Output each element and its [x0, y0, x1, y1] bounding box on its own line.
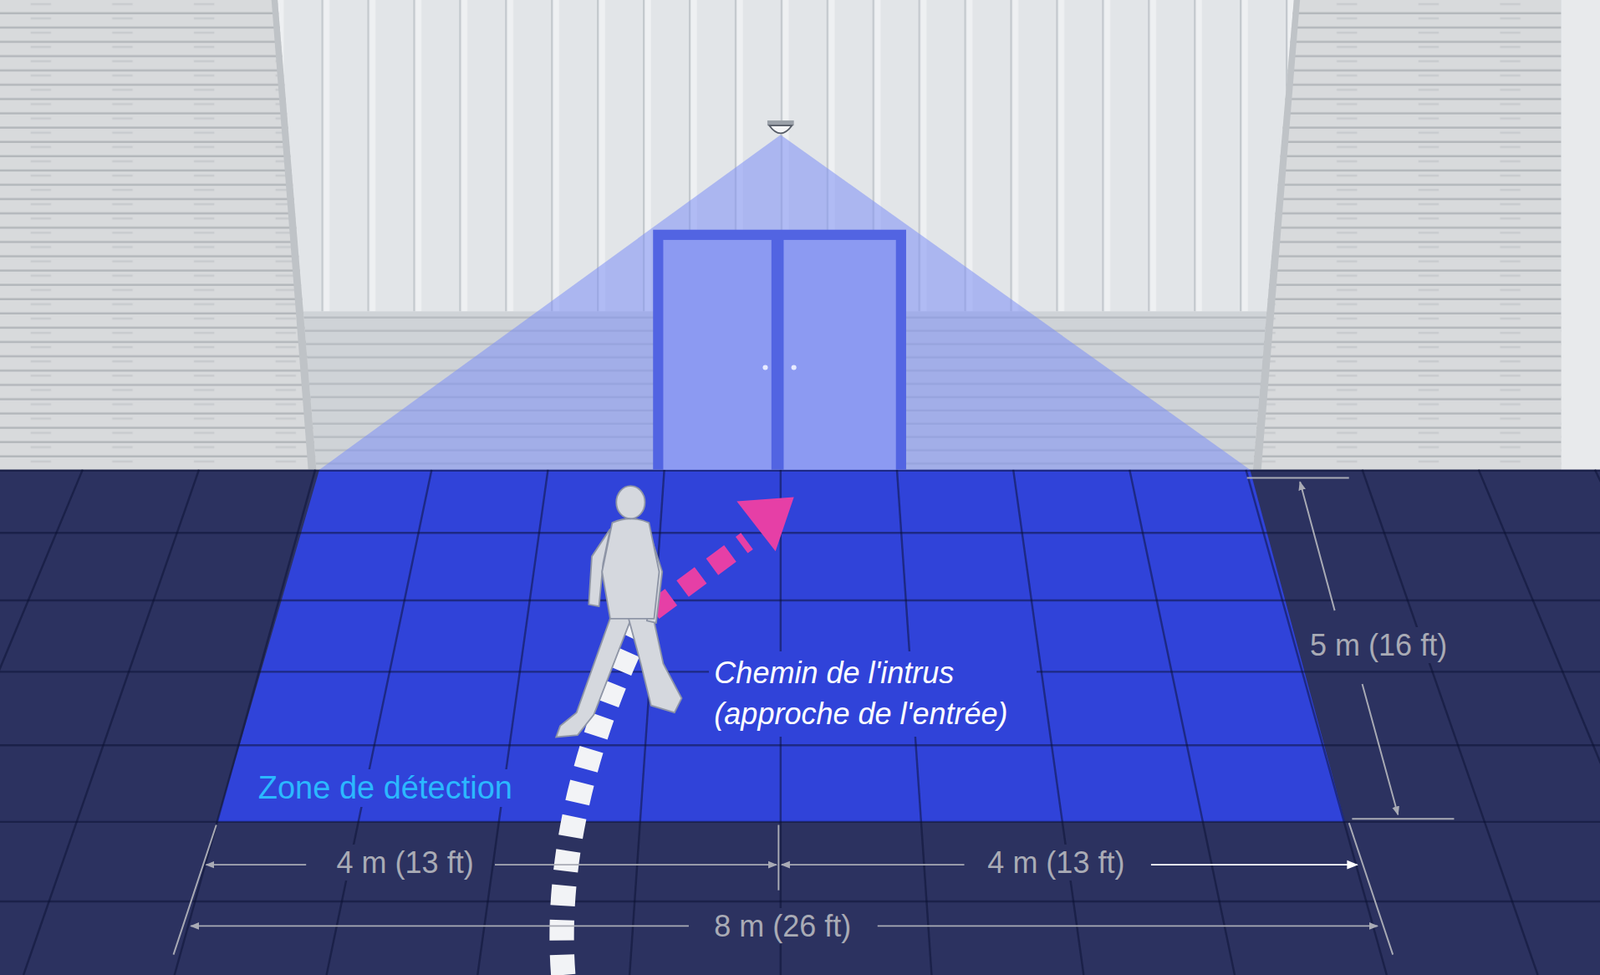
- grid-line: [1594, 469, 1600, 975]
- floor-grid: [0, 469, 1600, 975]
- dimension-label: 4 m (13 ft): [330, 844, 481, 881]
- grid-line: [326, 469, 433, 975]
- door-handle: [762, 364, 768, 370]
- dimension-line: [1299, 481, 1336, 611]
- dimension-line: [781, 863, 964, 866]
- figure-leg: [555, 612, 633, 738]
- grid-line: [0, 469, 83, 975]
- grid-line: [0, 820, 1600, 823]
- grid-line: [174, 469, 316, 975]
- door-frame: [652, 229, 907, 470]
- zone-label: Zone de détection: [253, 769, 518, 808]
- dimension-label: 5 m (16 ft): [1303, 626, 1454, 663]
- door-handle: [791, 364, 797, 370]
- grid-line: [0, 599, 1600, 602]
- camera-dome: [769, 125, 792, 133]
- grid-line: [0, 743, 1600, 746]
- door-leaf: [783, 239, 896, 470]
- dimension-lines: [173, 477, 1455, 954]
- dimension-label: 4 m (13 ft): [980, 844, 1132, 881]
- grid-line: [1362, 469, 1539, 975]
- dimension-line: [1362, 683, 1399, 815]
- right-pillar-edge: [1253, 0, 1300, 470]
- grid-line: [477, 469, 548, 975]
- grid-line: [0, 469, 1600, 472]
- right-pillar: [1253, 0, 1562, 470]
- extension-line: [1349, 822, 1393, 955]
- door-leaf: [662, 239, 771, 470]
- dimension-label: 8 m (26 ft): [707, 907, 858, 944]
- extension-line: [777, 825, 780, 891]
- grid-line: [1478, 469, 1600, 975]
- grid-line: [23, 469, 199, 975]
- grid-line: [1129, 469, 1235, 975]
- floor: [0, 469, 1600, 975]
- figure-head: [616, 485, 645, 519]
- wall-end: [1561, 0, 1600, 470]
- figure-leg: [627, 614, 683, 713]
- dimension-line: [1151, 863, 1358, 866]
- grid-line: [1245, 469, 1386, 975]
- extension-line: [173, 825, 217, 955]
- path-arrowhead: [736, 497, 794, 552]
- dimension-line: [190, 924, 689, 927]
- wall: [0, 0, 1600, 470]
- dimension-line: [206, 863, 307, 866]
- intruder-figure: [555, 485, 682, 737]
- extension-line: [1351, 817, 1454, 820]
- dimension-line: [494, 863, 777, 866]
- left-pillar-edge: [271, 0, 317, 470]
- intruder-path-end: [652, 540, 747, 611]
- figure-torso: [601, 518, 659, 619]
- grid-line: [0, 900, 1600, 902]
- left-pillar: [0, 0, 316, 470]
- path-label: Chemin de l'intrus (approche de l'entrée…: [708, 651, 1037, 736]
- camera-field-of-view: [319, 134, 1250, 469]
- grid-line: [0, 531, 1600, 534]
- extension-line: [1247, 476, 1350, 479]
- dimension-line: [877, 924, 1378, 927]
